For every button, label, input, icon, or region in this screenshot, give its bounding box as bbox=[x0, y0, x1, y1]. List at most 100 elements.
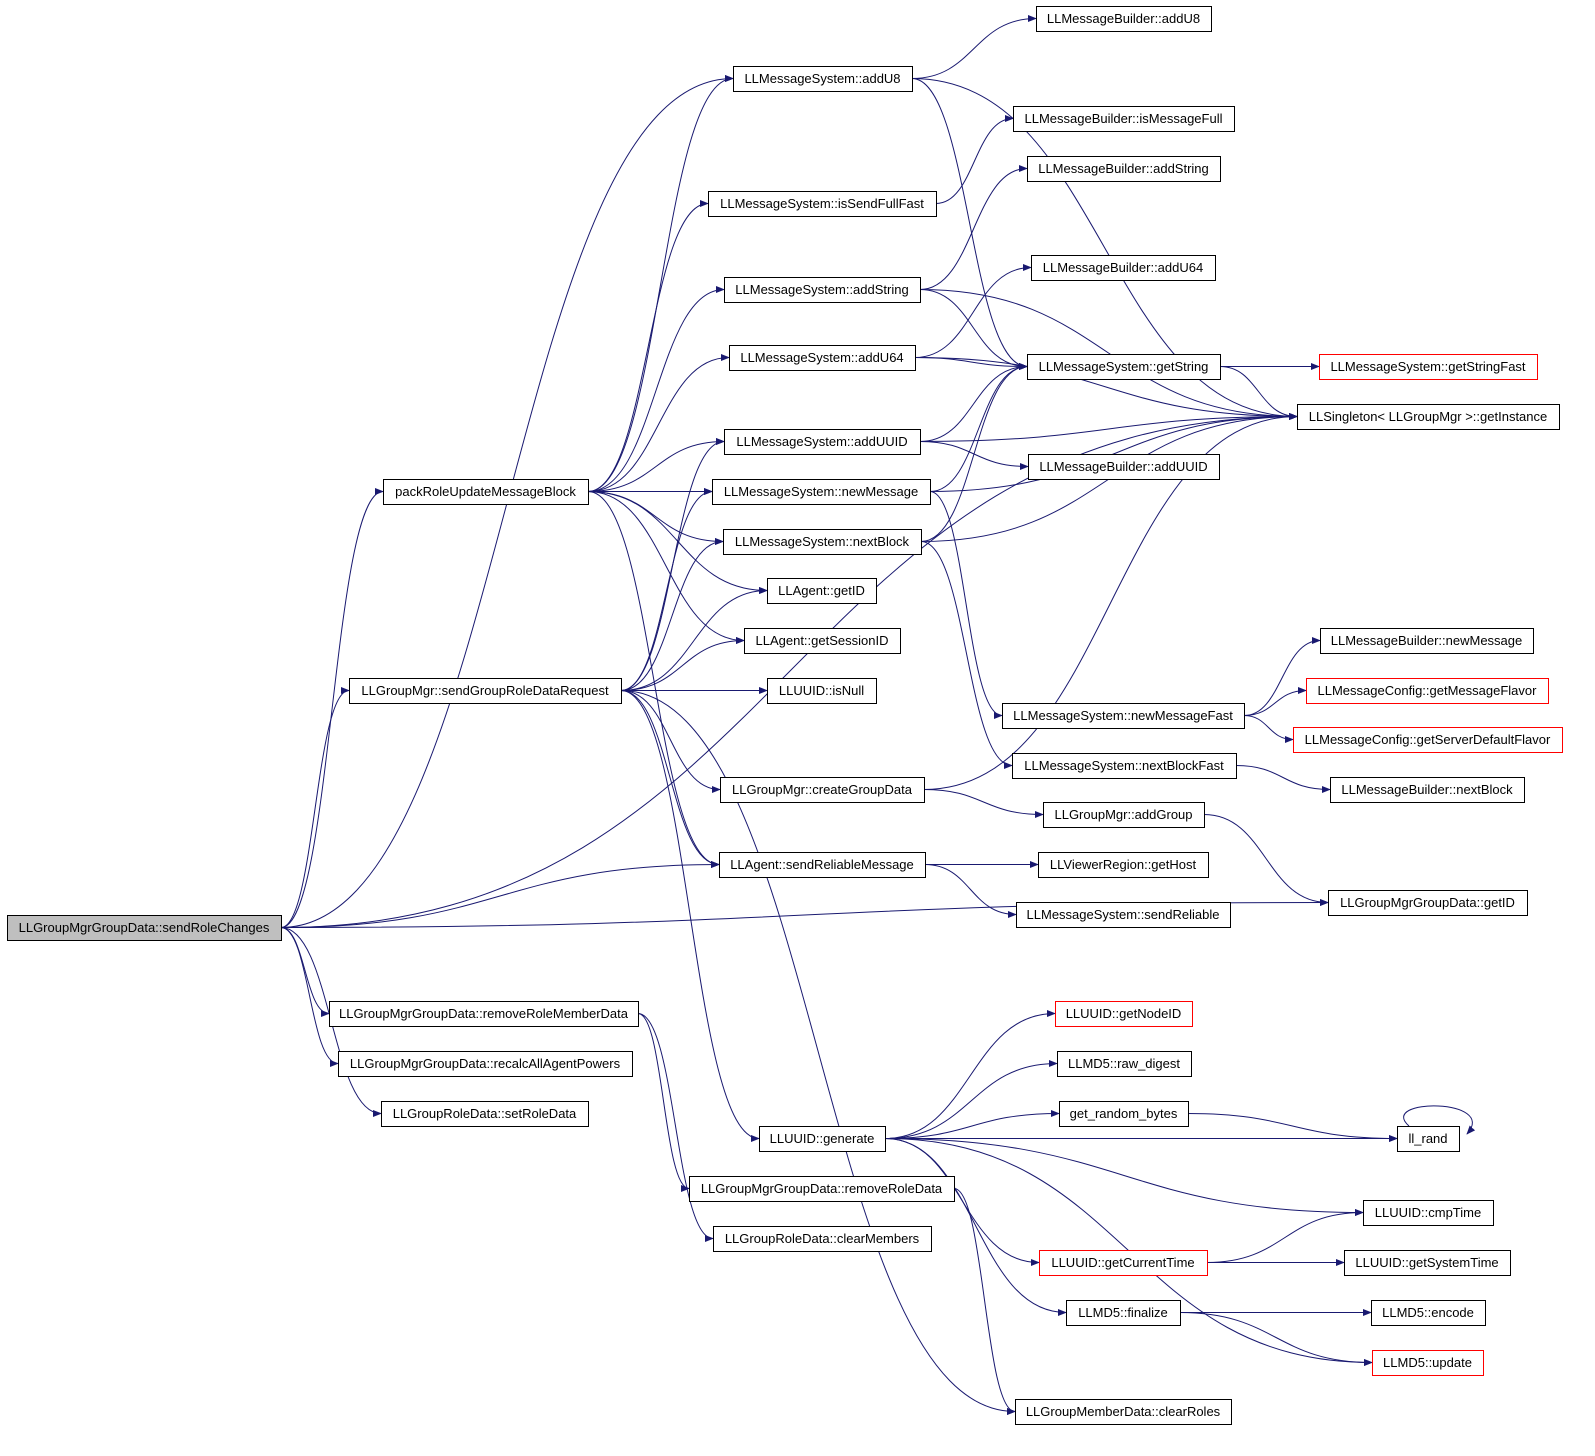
node-box bbox=[1297, 404, 1560, 430]
node-label: LLMessageSystem::nextBlock bbox=[735, 534, 910, 549]
node-ms-new-message[interactable]: LLMessageSystem::newMessage bbox=[712, 479, 931, 505]
edge-sgrdr-to-clear-roles bbox=[620, 690, 1016, 1416]
node-pack[interactable]: packRoleUpdateMessageBlock bbox=[383, 479, 589, 505]
node-box bbox=[383, 479, 589, 505]
node-mb-add-u64[interactable]: LLMessageBuilder::addU64 bbox=[1031, 255, 1216, 281]
node-label: LLAgent::getSessionID bbox=[756, 633, 889, 648]
edge-uuid-generate-to-raw-digest bbox=[884, 1059, 1058, 1139]
node-ll-rand[interactable]: ll_rand bbox=[1397, 1126, 1460, 1152]
node-ms-isfull[interactable]: LLMessageSystem::isSendFullFast bbox=[708, 191, 937, 217]
edge-ll-rand-to-ll-rand bbox=[1403, 1105, 1476, 1135]
node-mb-is-full[interactable]: LLMessageBuilder::isMessageFull bbox=[1013, 106, 1235, 132]
node-get-host[interactable]: LLViewerRegion::getHost bbox=[1038, 852, 1209, 878]
node-mb-new-message[interactable]: LLMessageBuilder::newMessage bbox=[1320, 628, 1534, 654]
node-label: LLAgent::getID bbox=[778, 583, 865, 598]
node-box bbox=[1293, 727, 1563, 753]
edges bbox=[280, 14, 1476, 1416]
node-box bbox=[720, 777, 925, 803]
node-label: LLGroupMgrGroupData::recalcAllAgentPower… bbox=[350, 1056, 621, 1071]
node-box bbox=[767, 578, 877, 604]
edge-ms-add-u64-to-ms-get-string bbox=[914, 357, 1028, 371]
edge-send-reliable-to-ms-send-reliable bbox=[924, 864, 1017, 919]
node-rrmd[interactable]: LLGroupMgrGroupData::removeRoleMemberDat… bbox=[329, 1001, 639, 1027]
edge-root-to-get-instance bbox=[280, 412, 1298, 928]
edge-add-group-to-gmgd-get-id bbox=[1203, 814, 1329, 907]
node-label: LLMessageConfig::getMessageFlavor bbox=[1318, 683, 1538, 698]
node-box bbox=[1012, 753, 1237, 779]
node-ms-add-u8[interactable]: LLMessageSystem::addU8 bbox=[733, 66, 913, 92]
node-label: LLUUID::getCurrentTime bbox=[1051, 1255, 1194, 1270]
node-send-reliable[interactable]: LLAgent::sendReliableMessage bbox=[719, 852, 926, 878]
node-box bbox=[349, 678, 622, 704]
node-mb-add-string[interactable]: LLMessageBuilder::addString bbox=[1027, 156, 1221, 182]
edge-pack-to-ms-add-u64 bbox=[587, 353, 730, 492]
node-label: LLGroupMemberData::clearRoles bbox=[1026, 1404, 1221, 1419]
node-label: LLMD5::encode bbox=[1382, 1305, 1474, 1320]
node-uuid-generate[interactable]: LLUUID::generate bbox=[759, 1126, 886, 1152]
node-mb-add-uuid[interactable]: LLMessageBuilder::addUUID bbox=[1028, 454, 1220, 480]
node-uuid-is-null[interactable]: LLUUID::isNull bbox=[767, 678, 877, 704]
node-get-node-id[interactable]: LLUUID::getNodeID bbox=[1055, 1001, 1193, 1027]
node-box bbox=[1013, 106, 1235, 132]
edge-ms-new-message-to-ms-new-msg-fast bbox=[929, 491, 1003, 720]
edge-uuid-generate-to-rand-bytes bbox=[884, 1109, 1060, 1139]
node-setrole[interactable]: LLGroupRoleData::setRoleData bbox=[381, 1101, 589, 1127]
edge-pack-to-ms-add-u8 bbox=[587, 74, 734, 492]
node-add-group[interactable]: LLGroupMgr::addGroup bbox=[1043, 802, 1205, 828]
node-ms-get-string[interactable]: LLMessageSystem::getString bbox=[1027, 354, 1221, 380]
node-get-msg-flavor[interactable]: LLMessageConfig::getMessageFlavor bbox=[1306, 678, 1549, 704]
node-box bbox=[1015, 1399, 1232, 1425]
node-md5-encode[interactable]: LLMD5::encode bbox=[1371, 1300, 1486, 1326]
node-box bbox=[1043, 802, 1205, 828]
node-ms-add-u64[interactable]: LLMessageSystem::addU64 bbox=[729, 345, 916, 371]
node-label: LLGroupMgr::createGroupData bbox=[732, 782, 913, 797]
node-box bbox=[689, 1176, 955, 1202]
node-recalc[interactable]: LLGroupMgrGroupData::recalcAllAgentPower… bbox=[338, 1051, 633, 1077]
node-label: get_random_bytes bbox=[1070, 1106, 1178, 1121]
node-clear-roles[interactable]: LLGroupMemberData::clearRoles bbox=[1015, 1399, 1232, 1425]
node-get-sys-time[interactable]: LLUUID::getSystemTime bbox=[1344, 1250, 1511, 1276]
node-ms-next-block[interactable]: LLMessageSystem::nextBlock bbox=[723, 529, 922, 555]
node-root[interactable]: LLGroupMgrGroupData::sendRoleChanges bbox=[7, 915, 282, 941]
node-ms-add-uuid[interactable]: LLMessageSystem::addUUID bbox=[724, 429, 921, 455]
node-clear-members[interactable]: LLGroupRoleData::clearMembers bbox=[713, 1226, 932, 1252]
node-agent-get-id[interactable]: LLAgent::getID bbox=[767, 578, 877, 604]
node-label: LLMessageSystem::addU64 bbox=[740, 350, 903, 365]
node-label: ll_rand bbox=[1408, 1131, 1447, 1146]
edge-pack-to-send-reliable bbox=[587, 491, 720, 869]
node-box bbox=[733, 66, 913, 92]
node-mb-add-u8[interactable]: LLMessageBuilder::addU8 bbox=[1036, 6, 1212, 32]
node-box bbox=[1328, 890, 1528, 916]
node-sgrdr[interactable]: LLGroupMgr::sendGroupRoleDataRequest bbox=[349, 678, 622, 704]
node-ms-new-msg-fast[interactable]: LLMessageSystem::newMessageFast bbox=[1002, 703, 1245, 729]
node-rand-bytes[interactable]: get_random_bytes bbox=[1059, 1101, 1189, 1127]
node-gmgd-get-id[interactable]: LLGroupMgrGroupData::getID bbox=[1328, 890, 1528, 916]
node-get-instance[interactable]: LLSingleton< LLGroupMgr >::getInstance bbox=[1297, 404, 1560, 430]
node-box bbox=[729, 345, 916, 371]
edge-root-to-sgrdr bbox=[280, 686, 350, 928]
node-ms-send-reliable[interactable]: LLMessageSystem::sendReliable bbox=[1016, 902, 1231, 928]
node-ms-add-string[interactable]: LLMessageSystem::addString bbox=[724, 277, 921, 303]
node-label: LLMessageSystem::isSendFullFast bbox=[720, 196, 924, 211]
edge-sgrdr-to-agent-get-session bbox=[620, 636, 745, 691]
node-mb-next-block[interactable]: LLMessageBuilder::nextBlock bbox=[1330, 777, 1525, 803]
node-label: LLGroupMgr::addGroup bbox=[1054, 807, 1192, 822]
edge-ms-get-string-to-get-instance bbox=[1219, 366, 1298, 421]
node-agent-get-session[interactable]: LLAgent::getSessionID bbox=[744, 628, 901, 654]
node-md5-finalize[interactable]: LLMD5::finalize bbox=[1066, 1300, 1181, 1326]
node-get-srv-flavor[interactable]: LLMessageConfig::getServerDefaultFlavor bbox=[1293, 727, 1563, 753]
edge-ms-add-u8-to-mb-add-u8 bbox=[911, 14, 1037, 79]
edge-ms-isfull-to-mb-is-full bbox=[935, 114, 1014, 204]
node-cmp-time[interactable]: LLUUID::cmpTime bbox=[1363, 1200, 1494, 1226]
edge-pack-to-ms-add-string bbox=[587, 285, 725, 492]
node-ms-next-block-fast[interactable]: LLMessageSystem::nextBlockFast bbox=[1012, 753, 1237, 779]
node-get-string-fast[interactable]: LLMessageSystem::getStringFast bbox=[1319, 354, 1538, 380]
node-md5-update[interactable]: LLMD5::update bbox=[1372, 1350, 1484, 1376]
edge-ms-add-uuid-to-get-instance bbox=[919, 412, 1298, 442]
node-raw-digest[interactable]: LLMD5::raw_digest bbox=[1057, 1051, 1192, 1077]
node-get-cur-time[interactable]: LLUUID::getCurrentTime bbox=[1039, 1250, 1208, 1276]
node-remove-role-data[interactable]: LLGroupMgrGroupData::removeRoleData bbox=[689, 1176, 955, 1202]
node-box bbox=[1055, 1001, 1193, 1027]
node-create-group[interactable]: LLGroupMgr::createGroupData bbox=[720, 777, 925, 803]
edge-root-to-send-reliable bbox=[280, 860, 720, 928]
